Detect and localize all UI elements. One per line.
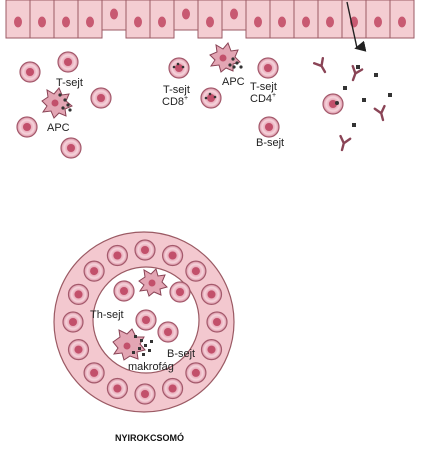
epithelial-nucleus bbox=[278, 16, 286, 28]
t-cell-cd4-label: T-sejt bbox=[250, 81, 277, 93]
macrophage-label: makrofág bbox=[128, 361, 174, 373]
epithelial-nucleus bbox=[110, 8, 118, 20]
lymphocyte bbox=[169, 281, 191, 303]
epithelial-nucleus bbox=[134, 16, 142, 28]
lymphocyte bbox=[90, 87, 112, 109]
t-cell-label: T-sejt bbox=[56, 77, 83, 89]
t-cell-cd8 bbox=[168, 57, 190, 79]
macrophage-cell bbox=[112, 328, 153, 361]
epithelium-layer bbox=[5, 0, 415, 39]
epithelial-nucleus bbox=[302, 16, 310, 28]
epithelial-nucleus bbox=[182, 8, 190, 20]
t-cell-cd4 bbox=[257, 57, 279, 79]
lymphocyte bbox=[200, 283, 223, 305]
lymphocyte bbox=[185, 260, 207, 282]
b-cell bbox=[157, 321, 179, 343]
epithelial-nucleus bbox=[86, 16, 94, 28]
antigen-particle-icon bbox=[343, 65, 392, 127]
b-cell bbox=[258, 116, 280, 138]
lymphocyte bbox=[134, 239, 156, 261]
apc-mid-label: APC bbox=[222, 76, 245, 88]
lymphocyte bbox=[60, 137, 82, 159]
lymphocyte bbox=[162, 377, 184, 400]
cd4-label: CD4+ bbox=[250, 92, 276, 105]
epithelial-nucleus bbox=[62, 16, 70, 28]
lymphocyte bbox=[67, 339, 90, 361]
lymphocyte bbox=[67, 283, 90, 305]
lymphocyte bbox=[206, 311, 228, 333]
b-cell-label: B-sejt bbox=[256, 137, 284, 149]
t-cell bbox=[57, 51, 79, 73]
epithelial-nucleus bbox=[398, 16, 406, 28]
apc-label: APC bbox=[47, 122, 70, 134]
lymphocyte bbox=[185, 362, 207, 384]
apc-cell-mid bbox=[209, 42, 243, 73]
epithelial-nucleus bbox=[14, 16, 22, 28]
lymphocyte bbox=[106, 244, 129, 267]
b-cell-antigen bbox=[322, 93, 344, 115]
lymphocyte bbox=[200, 339, 223, 361]
t-cell-cd8 bbox=[200, 87, 222, 109]
apc-cell-node bbox=[138, 268, 168, 297]
epithelial-nucleus bbox=[374, 16, 382, 28]
lymph-node-title: NYIROKCSOMÓ bbox=[115, 432, 184, 443]
t-cell-cd8-label: T-sejt bbox=[163, 84, 190, 96]
lymphocyte bbox=[83, 260, 105, 282]
cd8-label: CD8+ bbox=[162, 95, 188, 108]
lymphocyte bbox=[134, 383, 156, 405]
epithelial-nucleus bbox=[230, 8, 238, 20]
epithelial-nucleus bbox=[38, 16, 46, 28]
lymphocyte bbox=[106, 377, 129, 400]
epithelial-nucleus bbox=[326, 16, 334, 28]
apc-cell-left bbox=[41, 87, 73, 119]
epithelial-nucleus bbox=[158, 16, 166, 28]
epithelial-nucleus bbox=[254, 16, 262, 28]
th-cell-label: Th-sejt bbox=[90, 309, 124, 321]
lymphocyte bbox=[62, 311, 84, 333]
lymphocyte bbox=[19, 61, 41, 83]
lymphocyte bbox=[113, 280, 135, 302]
lymphocyte bbox=[16, 116, 38, 138]
antigen-particle-icon bbox=[172, 62, 339, 105]
lymphocyte bbox=[83, 362, 105, 384]
down-arrow-icon bbox=[346, 1, 367, 52]
b-cell-node-label: B-sejt bbox=[167, 348, 195, 360]
lymphocyte bbox=[162, 244, 184, 267]
th-cell bbox=[135, 309, 157, 331]
epithelial-nucleus bbox=[206, 16, 214, 28]
